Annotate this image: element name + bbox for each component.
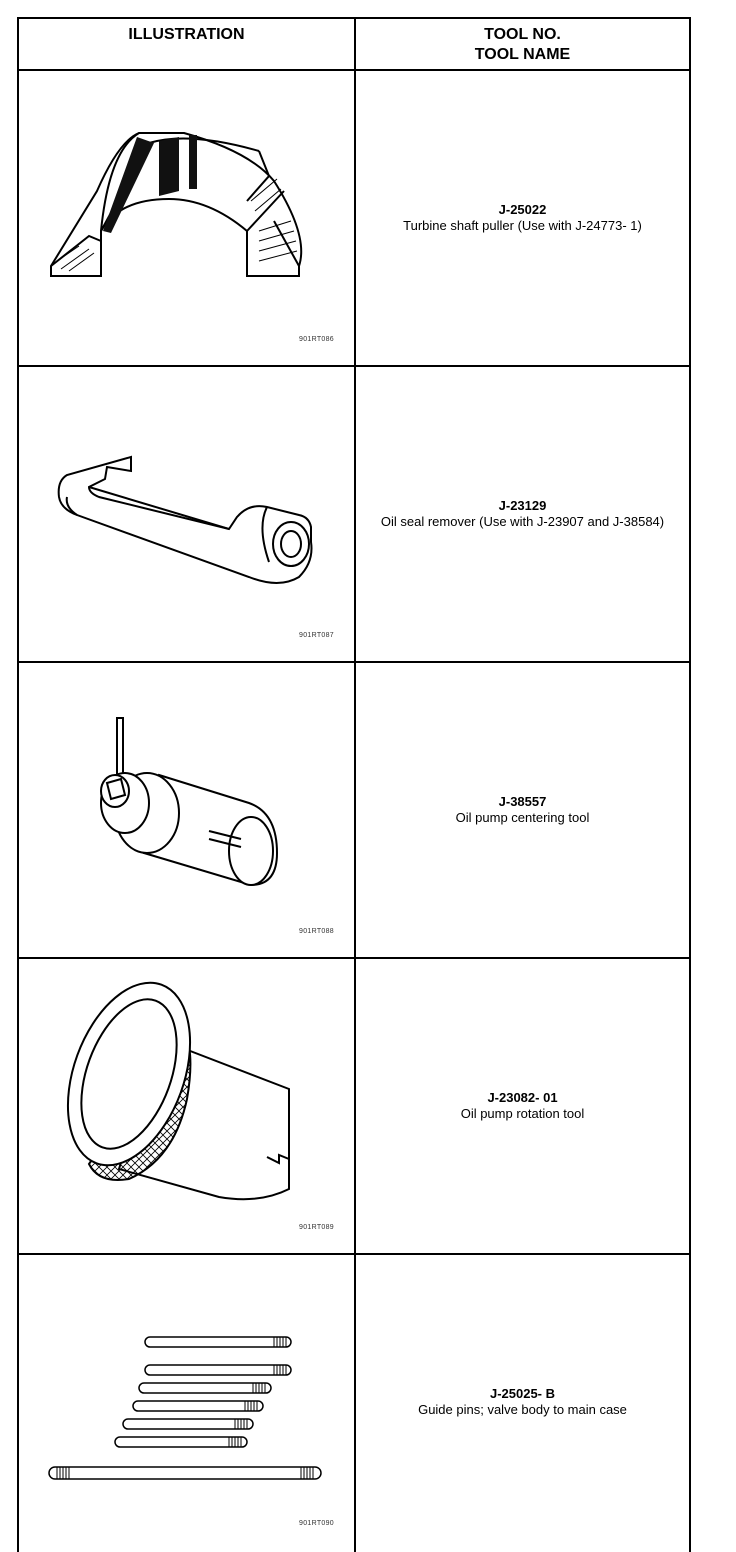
tool-cell: J-38557 Oil pump centering tool (356, 663, 689, 957)
oil-pump-centering-tool-icon (100, 717, 279, 887)
row-divider (19, 957, 689, 959)
row-divider (19, 1253, 689, 1255)
header-tool-name: TOOL NAME (474, 46, 571, 63)
figure-code: 901RT090 (299, 1520, 334, 1527)
tool-name: Guide pins; valve body to main case (418, 1402, 627, 1417)
illustration-cell: 901RT087 (19, 367, 354, 661)
table-row: 901RT086 J-25022 Turbine shaft puller (U… (19, 71, 689, 365)
tool-name: Turbine shaft puller (Use with J-24773- … (403, 218, 642, 233)
header-tool-no-name: TOOL NO. TOOL NAME (356, 19, 689, 75)
tool-number: J-23082- 01 (487, 1090, 558, 1105)
tool-name: Oil pump rotation tool (460, 1106, 585, 1121)
figure-code: 901RT087 (299, 632, 334, 639)
table-row: 901RT090 J-25025- B Guide pins; valve bo… (19, 1255, 689, 1549)
tool-name: Oil seal remover (Use with J-23907 and J… (380, 514, 665, 529)
oil-pump-rotation-tool-icon (66, 981, 290, 1201)
special-tools-table: ILLUSTRATION TOOL NO. TOOL NAME (17, 17, 691, 1552)
figure-code: 901RT086 (299, 336, 334, 343)
oil-seal-remover-icon (57, 455, 313, 584)
illustration-cell: 901RT090 (19, 1255, 354, 1549)
illustration-cell: 901RT088 (19, 663, 354, 957)
table-row: 901RT089 J-23082- 01 Oil pump rotation t… (19, 959, 689, 1253)
tool-cell: J-23082- 01 Oil pump rotation tool (356, 959, 689, 1253)
row-divider (19, 661, 689, 663)
tool-cell: J-23129 Oil seal remover (Use with J-239… (356, 367, 689, 661)
figure-code: 901RT088 (299, 928, 334, 935)
row-divider (19, 365, 689, 367)
figure-code: 901RT089 (299, 1224, 334, 1231)
tool-number: J-23129 (498, 498, 547, 513)
turbine-shaft-puller-icon (50, 132, 303, 277)
tool-name: Oil pump centering tool (455, 810, 590, 825)
header-illustration: ILLUSTRATION (128, 26, 245, 43)
tool-cell: J-25022 Turbine shaft puller (Use with J… (356, 71, 689, 365)
illustration-cell: 901RT086 (19, 71, 354, 365)
tool-number: J-25022 (498, 202, 547, 217)
guide-pins-icon (48, 1336, 322, 1480)
tool-number: J-25025- B (489, 1386, 556, 1401)
illustration-cell: 901RT089 (19, 959, 354, 1253)
column-divider (354, 19, 356, 1552)
header-tool-no: TOOL NO. (484, 26, 561, 43)
table-row: 901RT087 J-23129 Oil seal remover (Use w… (19, 367, 689, 661)
table-row: 901RT088 J-38557 Oil pump centering tool (19, 663, 689, 957)
tool-cell: J-25025- B Guide pins; valve body to mai… (356, 1255, 689, 1549)
tool-number: J-38557 (498, 794, 547, 809)
row-divider (19, 69, 689, 71)
